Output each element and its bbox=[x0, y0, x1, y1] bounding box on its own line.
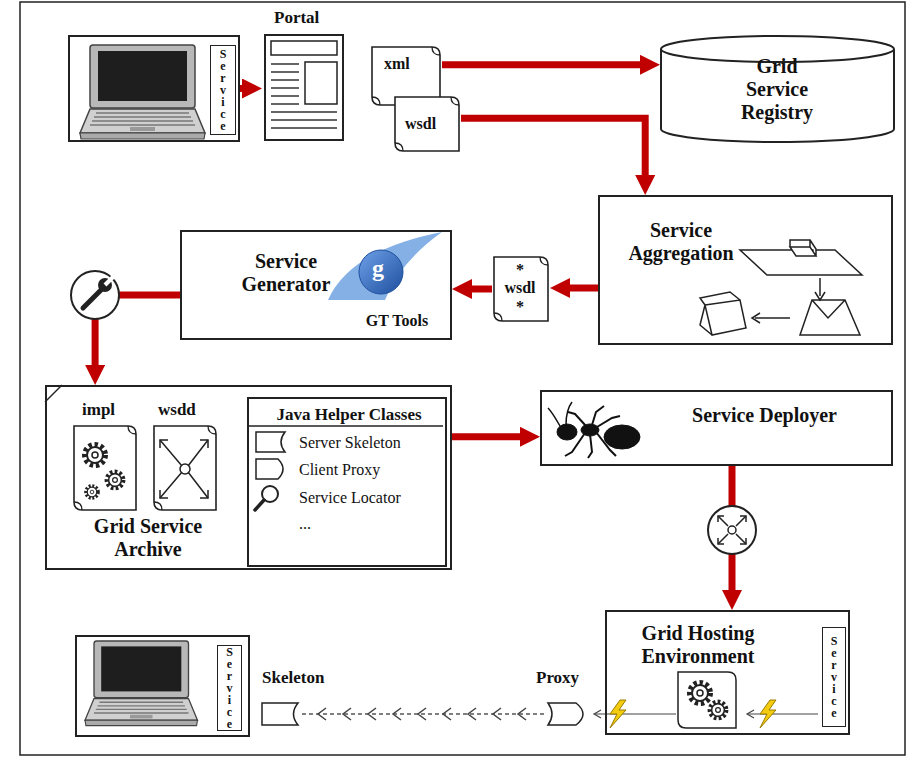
wsdd-document: wsdd bbox=[150, 400, 222, 516]
node-title: Grid Service Registry bbox=[727, 55, 827, 124]
deployer-box: Service Deployer bbox=[540, 390, 893, 466]
archive-box: Grid Service Archive impl wsdd Java Helper … bbox=[45, 385, 452, 570]
node-title: xml bbox=[384, 55, 432, 73]
node-title: Portal bbox=[274, 8, 344, 28]
client-box: Service bbox=[68, 35, 240, 142]
hosting-box: Grid Hosting Environment Service bbox=[605, 610, 850, 735]
service-tab: Service bbox=[210, 45, 236, 135]
node-text: Client Proxy bbox=[299, 461, 445, 479]
portal-page: Portal bbox=[262, 8, 350, 142]
service-tab: Service bbox=[822, 627, 846, 727]
service-tab: Service bbox=[217, 645, 242, 731]
node-title: Grid Service Archive bbox=[62, 515, 234, 561]
aggregation-box: Service Aggregation bbox=[598, 195, 893, 345]
node-title: * wsdl * bbox=[500, 261, 540, 316]
document-outline bbox=[72, 424, 138, 512]
generator-box: Service Generator GT Tools bbox=[180, 230, 452, 340]
logo-letter: g bbox=[372, 255, 384, 283]
node-text: Server Skeleton bbox=[299, 434, 445, 452]
node-title: impl bbox=[82, 400, 134, 420]
merged-wsdl-document: * wsdl * bbox=[492, 255, 550, 323]
node-title: Service Deployer bbox=[692, 404, 837, 427]
node-text: ... bbox=[299, 515, 445, 533]
impl-document: impl bbox=[70, 400, 142, 516]
wsdl-document: wsdl bbox=[393, 95, 461, 153]
flow-arrow bbox=[452, 433, 526, 440]
flow-arrow bbox=[240, 85, 248, 92]
node-text: GT Tools bbox=[347, 312, 447, 330]
stub-label: Skeleton bbox=[262, 668, 324, 688]
vertical-label: Service bbox=[226, 646, 234, 730]
flow-arrow bbox=[466, 286, 492, 293]
service-tab: Service bbox=[822, 627, 846, 727]
flow-arrow bbox=[729, 466, 736, 596]
flow-arrow bbox=[442, 61, 646, 68]
node-title: Service Generator bbox=[222, 250, 350, 296]
node-title: Service Aggregation bbox=[612, 219, 750, 265]
vertical-label: Service bbox=[219, 48, 227, 132]
flow-arrow bbox=[461, 118, 645, 181]
document-outline bbox=[152, 424, 218, 512]
client-box: Service bbox=[75, 635, 250, 737]
node-title: Java Helper Classes bbox=[254, 405, 444, 425]
node-text: Service Locator bbox=[299, 489, 445, 507]
flow-arrow bbox=[564, 285, 598, 292]
registry-cylinder: Grid Service Registry bbox=[660, 35, 895, 143]
node-title: Grid Hosting Environment bbox=[619, 622, 777, 668]
vertical-label: Service bbox=[830, 635, 838, 719]
helper-classes-box: Java Helper ClassesServer SkeletonClient… bbox=[247, 397, 447, 567]
node-title: wsdd bbox=[158, 400, 216, 420]
stub-label: Proxy bbox=[536, 668, 579, 688]
node-title: wsdl bbox=[405, 115, 455, 133]
